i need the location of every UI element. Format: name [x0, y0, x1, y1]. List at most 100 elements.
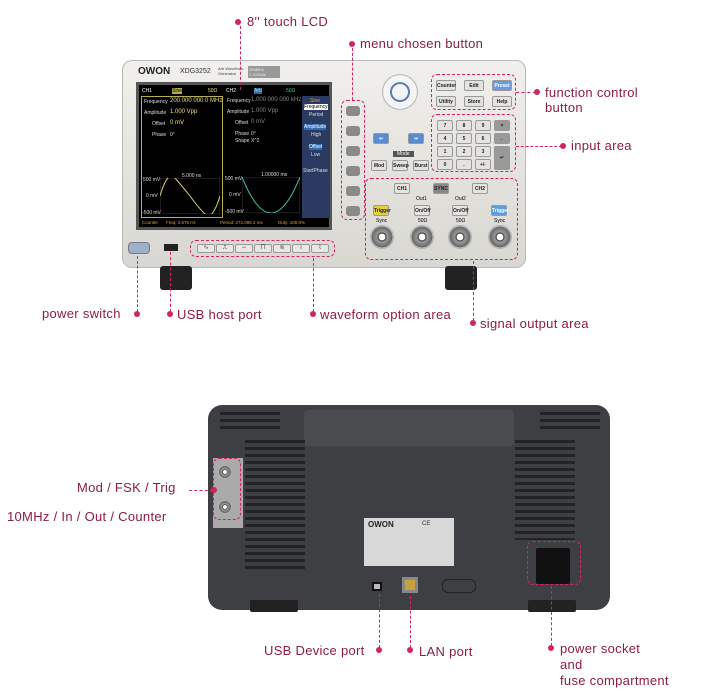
- left-arrow-button[interactable]: ⇐: [373, 133, 389, 144]
- key-5[interactable]: 5: [456, 133, 472, 144]
- menu-startphase[interactable]: StartPhase: [303, 168, 328, 174]
- ch1-button[interactable]: CH1: [394, 183, 410, 194]
- key-4[interactable]: 4: [437, 133, 453, 144]
- label-lan-port: LAN port: [419, 644, 473, 659]
- ch2-onoff-button[interactable]: On/Off: [452, 205, 469, 216]
- waveform-arb-button[interactable]: ⌇: [311, 244, 329, 253]
- ch2-panel[interactable]: Frequency 1.000 000 000 kHz Amplitude 1.…: [225, 97, 302, 215]
- power-switch[interactable]: [128, 242, 150, 254]
- label-and: and: [560, 657, 583, 672]
- signal-output-area: [365, 178, 518, 260]
- menu-button-1[interactable]: [346, 106, 360, 116]
- ch2-out-label: 50Ω: [456, 218, 466, 224]
- ch1-trigger-button[interactable]: Trigger: [373, 205, 391, 216]
- callout-line: [240, 26, 241, 90]
- waveform-pulse-button[interactable]: ⨅: [254, 244, 272, 253]
- ch1-panel[interactable]: Frequency 200.000 000 0 MHz Amplitude 1.…: [141, 96, 223, 218]
- key-2[interactable]: 2: [456, 146, 472, 157]
- callout-dot: [376, 647, 382, 653]
- menu-button-3[interactable]: [346, 146, 360, 156]
- mod-button[interactable]: Mod: [371, 160, 387, 171]
- menu-button-4[interactable]: [346, 166, 360, 176]
- sync-button[interactable]: SYNC: [433, 183, 449, 194]
- sweep-button[interactable]: Sweep: [392, 160, 409, 171]
- label-function-control-button: button: [545, 100, 583, 115]
- waveform-square-button[interactable]: ⎍: [216, 244, 234, 253]
- menu-button-6[interactable]: [346, 206, 360, 216]
- menu-period[interactable]: Period: [309, 112, 324, 118]
- out2-label: Out2: [455, 196, 466, 202]
- label-usb-device-port: USB Device port: [264, 643, 365, 658]
- model-name: XDG3252: [180, 68, 211, 75]
- ch2-tag[interactable]: CH2: [226, 88, 237, 94]
- key-3[interactable]: 3: [475, 146, 491, 157]
- menu-frequency[interactable]: Frequency: [304, 104, 328, 110]
- help-button[interactable]: Help: [492, 96, 512, 107]
- callout-dot: [470, 320, 476, 326]
- rotary-knob[interactable]: [382, 74, 418, 110]
- key-8[interactable]: 8: [456, 120, 472, 131]
- edit-button[interactable]: Edit: [464, 80, 484, 91]
- callout-line: [189, 490, 213, 491]
- key-7[interactable]: 7: [437, 120, 453, 131]
- key-sign[interactable]: +/-: [475, 159, 491, 170]
- key-9[interactable]: 9: [475, 120, 491, 131]
- menu-low[interactable]: Low: [311, 152, 321, 158]
- ch1-load: 50Ω: [208, 88, 218, 94]
- lan-port[interactable]: [402, 577, 418, 593]
- key-enter[interactable]: ↵: [494, 146, 510, 170]
- callout-line: [313, 258, 314, 312]
- usb-host-port[interactable]: [164, 244, 178, 251]
- counter-button[interactable]: Counter: [436, 80, 456, 91]
- label-input-area: input area: [571, 138, 632, 153]
- menu-high[interactable]: High: [311, 132, 322, 138]
- utility-button[interactable]: Utility: [436, 96, 456, 107]
- key-backspace[interactable]: ←: [494, 133, 510, 144]
- touch-lcd[interactable]: [136, 82, 332, 230]
- mod-fsk-trig-connector[interactable]: [218, 465, 232, 479]
- menu-offset[interactable]: Offset: [309, 144, 323, 150]
- ch2-trigger-button[interactable]: Trigger: [491, 205, 509, 216]
- waveform-option-area: [190, 240, 335, 257]
- waveform-ramp-button[interactable]: ∽: [235, 244, 253, 253]
- ch2-sync-connector[interactable]: [488, 225, 512, 249]
- rear-vents-top-left: [220, 412, 280, 432]
- ch1-sine-waveform: [160, 178, 220, 214]
- waveform-harmonic-button[interactable]: ≀: [292, 244, 310, 253]
- power-socket[interactable]: [536, 548, 570, 584]
- label-power-socket: power socket: [560, 641, 641, 656]
- menu-button-area: [341, 100, 365, 220]
- key-cancel[interactable]: ×: [494, 120, 510, 131]
- serial-port-cover: [442, 579, 476, 593]
- out1-label: Out1: [416, 196, 427, 202]
- callout-line: [170, 252, 171, 312]
- menu-button-5[interactable]: [346, 186, 360, 196]
- ch1-output-connector[interactable]: [410, 225, 434, 249]
- menu-button-2[interactable]: [346, 126, 360, 136]
- ch2-load: 50Ω: [286, 88, 296, 94]
- callout-dot: [167, 311, 173, 317]
- menu-amplitude[interactable]: Amplitude: [304, 124, 327, 130]
- key-dot[interactable]: .: [456, 159, 472, 170]
- waveform-sine-button[interactable]: ∿: [197, 244, 215, 253]
- waveform-noise-button[interactable]: ≋: [273, 244, 291, 253]
- screen-menu: Sine Frequency Period Amplitude High Off…: [302, 96, 330, 218]
- right-arrow-button[interactable]: ⇒: [408, 133, 424, 144]
- label-function-control: function control: [545, 85, 638, 100]
- ch1-sync-connector[interactable]: [370, 225, 394, 249]
- burst-button[interactable]: Burst: [413, 160, 429, 171]
- key-1[interactable]: 1: [437, 146, 453, 157]
- key-0[interactable]: 0: [437, 159, 453, 170]
- key-6[interactable]: 6: [475, 133, 491, 144]
- ch1-onoff-button[interactable]: On/Off: [414, 205, 431, 216]
- ch1-sync-label: Sync: [376, 218, 388, 224]
- left-rear-foot: [250, 600, 298, 612]
- store-button[interactable]: Store: [464, 96, 484, 107]
- ch2-output-connector[interactable]: [448, 225, 472, 249]
- ch1-tag[interactable]: CH1: [142, 88, 153, 94]
- ch2-button[interactable]: CH2: [472, 183, 488, 194]
- clock-counter-connector[interactable]: [218, 500, 232, 514]
- preset-button[interactable]: Preset: [492, 80, 512, 91]
- mode-title: Mode: [393, 151, 414, 157]
- usb-device-port[interactable]: [372, 582, 382, 591]
